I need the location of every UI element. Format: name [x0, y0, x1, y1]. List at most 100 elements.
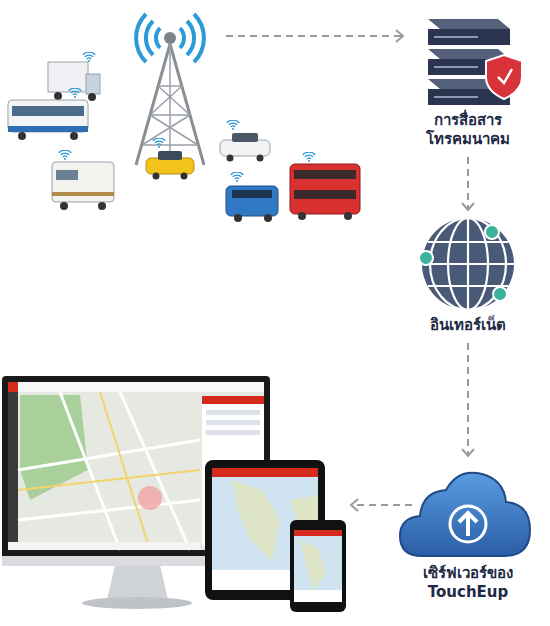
double-decker-bus-part: [290, 164, 360, 214]
icon-node: การสื่อสาร โทรคมนาคม: [388, 5, 548, 151]
icon-part: [493, 287, 507, 301]
taxi: [146, 138, 194, 179]
icon-part: [422, 218, 514, 310]
taxi-part: [153, 173, 160, 180]
cloud: [400, 473, 530, 556]
desktop-monitor-part: [206, 410, 260, 415]
bus-part: [8, 126, 88, 132]
dashed-arrow-part: [396, 30, 403, 42]
radio-waves: [136, 14, 204, 62]
motorhome-part: [52, 162, 114, 202]
icon-part: [485, 225, 499, 239]
icon-part: [434, 37, 478, 97]
double-decker-bus-part: [298, 212, 306, 220]
node-label: การสื่อสาร โทรคมนาคม: [388, 109, 548, 151]
desktop-monitor-part: [8, 392, 18, 550]
radio-waves-part: [187, 21, 194, 55]
van: [226, 172, 278, 222]
desktop-monitor-part: [18, 392, 200, 550]
icon-part: [459, 513, 477, 536]
dashed-arrow-part: [352, 504, 412, 506]
icon-part: [498, 69, 512, 83]
taxi-part: [158, 151, 182, 160]
connector-line: [467, 343, 469, 456]
node-icon: [388, 458, 548, 562]
double-decker-bus-part: [294, 190, 356, 199]
bus-part: [70, 132, 78, 140]
dashed-arrow-part: [351, 499, 358, 511]
icon-part: [486, 55, 522, 99]
dashed-connector: [462, 157, 474, 210]
double-decker-bus-part: [303, 152, 316, 162]
desktop-monitor-part: [8, 542, 200, 550]
globe: [419, 218, 514, 310]
truck: [48, 52, 100, 101]
van-part: [234, 214, 242, 222]
node-icon: [388, 212, 548, 314]
icon-part: [400, 473, 530, 556]
truck-part: [86, 74, 100, 94]
radio-tower-part: [164, 32, 176, 44]
desktop-monitor-part: [18, 392, 200, 550]
car-part: [220, 140, 270, 156]
car-part: [232, 133, 258, 142]
bus-part: [12, 106, 84, 116]
motorhome-part: [98, 202, 106, 210]
icon-node: เซิร์ฟเวอร์ของ TouchEup: [388, 458, 548, 604]
taxi-part: [146, 158, 194, 174]
radio-tower-part: [136, 44, 204, 165]
icon-part: [450, 506, 486, 542]
truck-part: [48, 62, 88, 92]
icon-part: [419, 251, 433, 265]
desktop-monitor-part: [8, 382, 18, 392]
double-decker-bus-part: [294, 170, 356, 179]
radio-waves-part: [156, 28, 160, 48]
motorhome-part: [59, 150, 72, 160]
bus-part: [18, 132, 26, 140]
radio-waves-part: [136, 14, 146, 62]
phone-part: [290, 520, 346, 612]
truck-part: [83, 52, 96, 62]
radio-tower: [136, 32, 204, 165]
icon-node: อินเทอร์เน็ต: [388, 212, 548, 337]
car-part: [227, 120, 240, 130]
radio-waves-part: [146, 21, 153, 55]
motorhome-part: [52, 192, 114, 196]
motorhome: [52, 150, 114, 210]
dashed-arrow: [226, 30, 403, 42]
car-part: [257, 155, 264, 162]
tablet-part: [232, 480, 280, 560]
car-part: [227, 155, 234, 162]
taxi-part: [153, 138, 166, 148]
dashed-arrow: [351, 499, 412, 511]
taxi-part: [181, 173, 188, 180]
radio-waves-part: [180, 28, 184, 48]
icon-part: [428, 19, 510, 29]
motorhome-part: [60, 202, 68, 210]
desktop-monitor-part: [8, 382, 264, 392]
phone: [290, 520, 346, 612]
truck-part: [54, 92, 62, 100]
phone-part: [294, 530, 342, 602]
icon-part: [422, 218, 514, 310]
radio-tower-part: [142, 44, 198, 165]
node-icon: [388, 5, 548, 109]
motorhome-part: [56, 170, 78, 180]
double-decker-bus: [290, 152, 360, 220]
phone-part: [294, 590, 342, 602]
radio-waves-part: [194, 14, 204, 62]
dashed-arrow-part: [226, 35, 402, 37]
dashed-connector: [462, 343, 474, 456]
van-part: [231, 172, 244, 182]
node-label: เซิร์ฟเวอร์ของ TouchEup: [400, 562, 536, 604]
van-part: [226, 186, 278, 216]
truck-part: [88, 93, 96, 101]
desktop-monitor-part: [138, 486, 162, 510]
tablet-part: [212, 468, 318, 477]
icon-part: [422, 218, 514, 310]
desktop-monitor-part: [82, 597, 192, 609]
car: [220, 120, 270, 161]
bus: [8, 88, 88, 140]
bus-part: [69, 88, 82, 98]
